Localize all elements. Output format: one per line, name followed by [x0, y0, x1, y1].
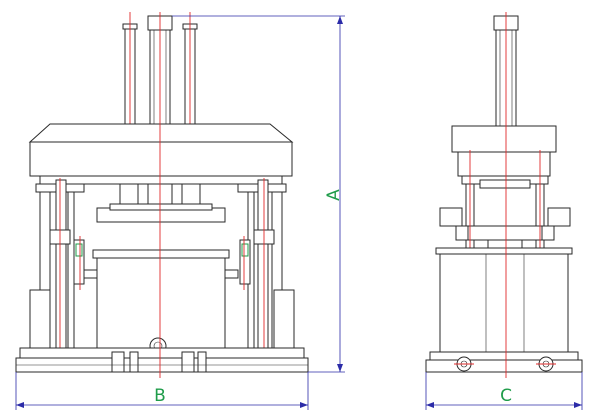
front-left-column — [29, 178, 75, 355]
dimension-label-c: C — [500, 386, 512, 406]
front-crown — [28, 123, 294, 193]
front-tank — [83, 249, 239, 355]
dimension-label-a: A — [324, 189, 344, 201]
front-view — [15, 12, 309, 378]
front-side-brackets — [73, 236, 251, 290]
front-base — [15, 347, 309, 373]
side-tank — [435, 247, 573, 353]
side-base — [425, 351, 583, 373]
dimension-c: C — [425, 372, 583, 410]
side-view — [425, 12, 583, 378]
dimension-label-b: B — [154, 386, 166, 406]
front-slide — [96, 183, 226, 223]
front-right-column — [247, 178, 295, 355]
dimension-a: A — [172, 15, 345, 373]
dimension-b: B — [15, 372, 309, 410]
side-crown — [451, 125, 557, 189]
